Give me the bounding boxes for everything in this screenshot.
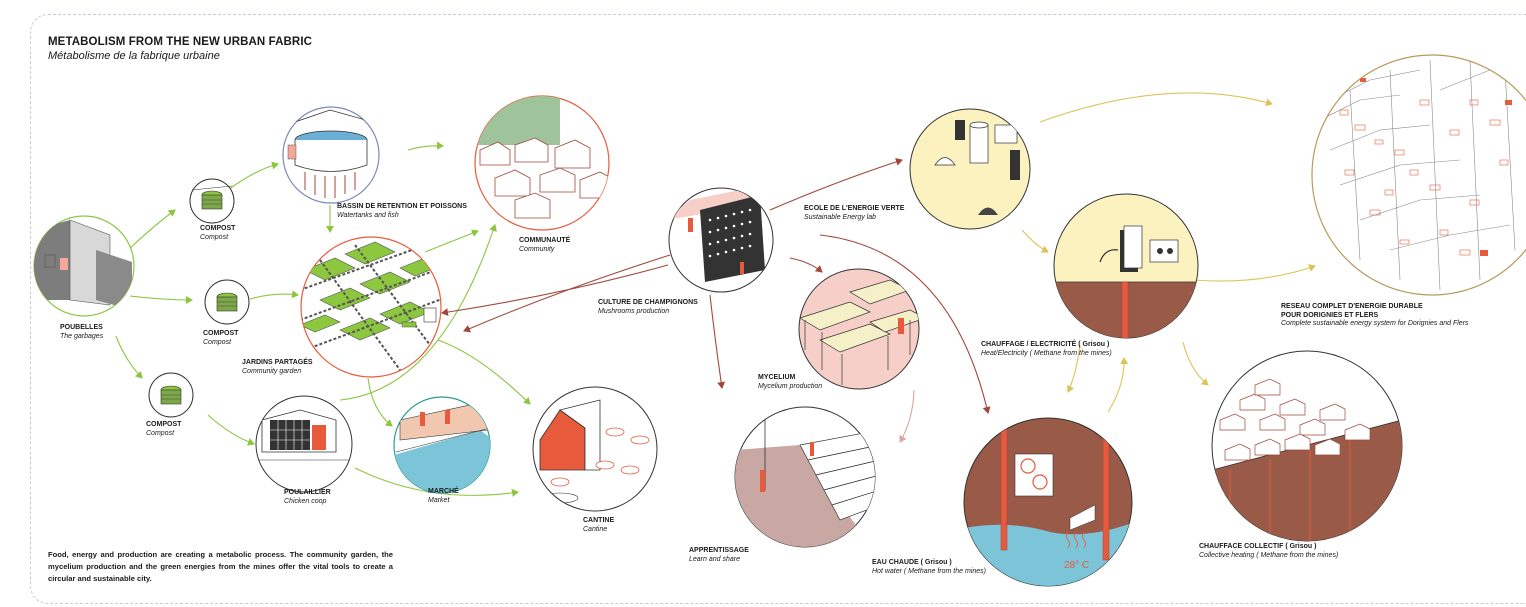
yellow-flow-arrows [1021,92,1316,413]
chauffage-collectif-illustration [1211,350,1403,542]
apprentissage-illustration [734,406,876,548]
marche-illustration [393,396,491,494]
compost-1-illustration [189,178,235,224]
cantine-illustration [532,386,658,512]
poulailler-illustration [255,395,353,493]
temperature-label: 28° C [1064,560,1090,571]
brown-flow-arrows [441,158,991,414]
description-text: Food, energy and production are creating… [48,550,393,583]
page-frame [30,14,1526,604]
label-chauffage-collectif: CHAUFFACE COLLECTIF ( Grisou )Collective… [1199,543,1339,559]
communaute-illustration [474,95,610,231]
compost-3-illustration [148,372,194,418]
page-title: METABOLISM FROM THE NEW URBAN FABRIC [48,36,313,48]
mycelium-illustration [798,268,920,390]
reseau-map-illustration [1311,54,1526,296]
chauffage-electricite-illustration [1053,193,1199,339]
poubelles-illustration [33,215,135,317]
page-subtitle: Métabolisme de la fabrique urbaine [48,50,220,62]
compost-2-illustration [204,279,250,325]
eau-chaude-illustration [963,417,1133,587]
jardins-illustration [300,236,442,378]
green-flow-arrows [115,141,531,497]
champignons-illustration [668,187,774,293]
label-eau-chaude: EAU CHAUDE ( Grisou )Hot water ( Methane… [872,559,986,575]
label-chauffage-electricite: CHAUFFAGE / ELECTRICITÉ ( Grisou )Heat/E… [981,341,1112,357]
bassin-illustration [282,106,380,204]
pink-flow-arrows [899,389,915,443]
ecole-illustration [909,108,1031,230]
